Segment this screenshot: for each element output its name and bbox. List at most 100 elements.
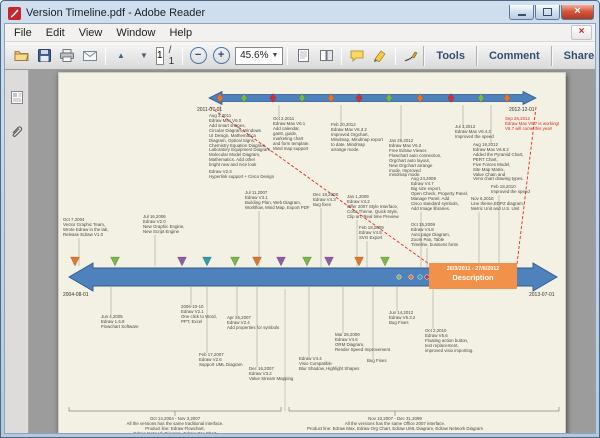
- close-button[interactable]: ×: [561, 4, 594, 20]
- title-bar[interactable]: Version Timeline.pdf - Adobe Reader ×: [4, 1, 596, 23]
- zoom-level-select[interactable]: 45.6% ▼: [235, 46, 284, 65]
- highlight-label: Description: [452, 273, 494, 283]
- navigation-pane: [5, 70, 29, 433]
- main-band-start-date: 2004-08-01: [63, 292, 89, 298]
- attachments-paperclip-icon[interactable]: [7, 121, 26, 140]
- top-band-start-date: 2011-07-01: [197, 107, 223, 113]
- toolbar-separator: [341, 46, 343, 65]
- milestone-triangle-marker: [380, 256, 390, 267]
- timeline-highlight: 26/3/2011 - 27/6/2012 Description: [429, 263, 517, 289]
- minimize-icon: [517, 13, 526, 16]
- open-icon[interactable]: [10, 44, 32, 68]
- milestone-dot-marker: [396, 274, 402, 280]
- menu-edit[interactable]: Edit: [45, 26, 65, 39]
- comment-button[interactable]: Comment: [488, 49, 540, 62]
- menu-file[interactable]: File: [14, 26, 32, 39]
- milestone-triangle-marker: [276, 256, 286, 267]
- email-icon[interactable]: [79, 44, 101, 68]
- highlight-range: 26/3/2011 - 27/6/2012: [446, 266, 500, 272]
- sign-icon[interactable]: [400, 44, 422, 68]
- milestone-diamond-marker: [269, 93, 277, 103]
- menu-window[interactable]: Window: [116, 26, 156, 39]
- maximize-icon: [543, 7, 552, 16]
- page-number-input[interactable]: 1: [156, 46, 164, 65]
- previous-page-icon[interactable]: ▲: [117, 51, 125, 60]
- pdf-page: 2004-08-01 2013-07-01 2011-07-01 2012-12…: [58, 72, 566, 433]
- timeline-annotation: Bug Fixes: [367, 358, 387, 363]
- milestone-diamond-marker: [240, 93, 248, 103]
- zoom-out-icon[interactable]: −: [187, 44, 209, 68]
- highlight-text-icon[interactable]: [369, 44, 391, 68]
- milestone-triangle-marker: [302, 256, 312, 267]
- save-icon[interactable]: [33, 44, 55, 68]
- toolbar: ▲ ▼ 1 / 1 − + 45.6% ▼: [5, 42, 595, 70]
- minimize-button[interactable]: [509, 4, 534, 20]
- page-count-label: / 1: [168, 44, 175, 67]
- toolbar-separator: [550, 45, 553, 66]
- scroll-mode-icon[interactable]: [292, 44, 314, 68]
- single-page-mode-icon[interactable]: [315, 44, 337, 68]
- milestone-triangle-marker: [354, 256, 364, 267]
- milestone-triangle-marker: [230, 256, 240, 267]
- tools-button[interactable]: Tools: [436, 49, 465, 62]
- milestone-triangle-marker: [70, 256, 80, 267]
- menu-help[interactable]: Help: [169, 26, 193, 39]
- milestone-dot-marker: [408, 274, 414, 280]
- toolbar-separator: [423, 45, 426, 66]
- window-title: Version Timeline.pdf - Adobe Reader: [26, 7, 206, 19]
- page-thumbnails-icon[interactable]: [7, 88, 26, 107]
- milestone-diamond-marker: [355, 93, 363, 103]
- toolbar-separator: [182, 46, 184, 65]
- milestone-diamond-marker: [298, 93, 306, 103]
- milestone-dot-marker: [417, 274, 423, 280]
- zoom-level-value: 45.6%: [240, 50, 269, 61]
- main-band-end-date: 2013-07-01: [529, 292, 555, 298]
- toolbar-separator: [105, 46, 106, 65]
- next-page-icon[interactable]: ▼: [140, 51, 148, 60]
- milestone-diamond-marker: [477, 93, 485, 103]
- share-button[interactable]: Share: [563, 49, 595, 62]
- toolbar-separator: [287, 46, 289, 65]
- document-close-button[interactable]: ×: [571, 25, 592, 40]
- zoom-in-icon[interactable]: +: [210, 44, 232, 68]
- top-band-end-date: 2012-12-01: [509, 107, 535, 113]
- milestone-diamond-marker: [503, 93, 511, 103]
- document-area[interactable]: 2004-08-01 2013-07-01 2011-07-01 2012-12…: [29, 70, 595, 433]
- sticky-note-icon[interactable]: [346, 44, 368, 68]
- adobe-reader-app-icon: [8, 6, 21, 20]
- milestone-diamond-marker: [216, 93, 224, 103]
- menu-bar: File Edit View Window Help ×: [5, 24, 595, 42]
- milestone-diamond-marker: [447, 93, 455, 103]
- print-icon[interactable]: [56, 44, 78, 68]
- milestone-diamond-marker: [385, 93, 393, 103]
- chevron-down-icon: ▼: [271, 52, 279, 59]
- toolbar-separator: [395, 46, 397, 65]
- milestone-diamond-marker: [416, 93, 424, 103]
- milestone-triangle-marker: [324, 256, 334, 267]
- maximize-button[interactable]: [535, 4, 560, 20]
- milestone-diamond-marker: [327, 93, 335, 103]
- menu-view[interactable]: View: [78, 26, 103, 39]
